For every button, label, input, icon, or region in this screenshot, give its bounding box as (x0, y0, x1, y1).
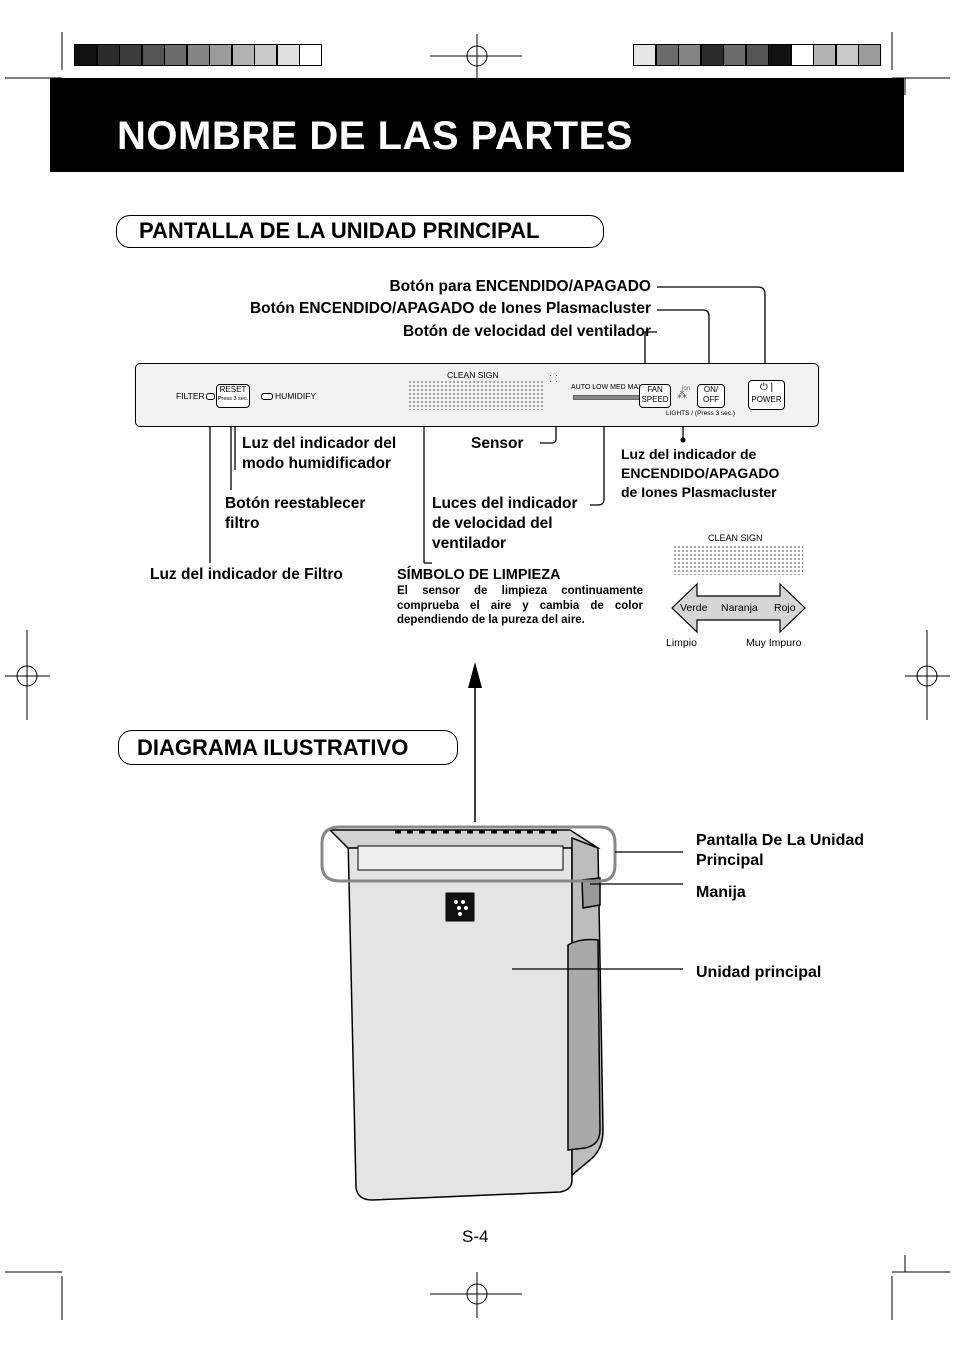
title-bar: NOMBRE DE LAS PARTES (50, 78, 904, 172)
scale-verde: Verde (680, 602, 708, 614)
label-filter-light: Luz del indicador de Filtro (150, 566, 343, 583)
section-heading-diagram: DIAGRAMA ILUSTRATIVO (118, 730, 458, 765)
label-sensor: Sensor (471, 435, 524, 452)
reset-button-sub: Press 3 sec. (217, 396, 249, 402)
label-power-button: Botón para ENCENDIDO/APAGADO (389, 278, 651, 295)
panel-clean-sign-text: CLEAN SIGN (447, 370, 499, 380)
panel-ion-text: ion (682, 386, 691, 392)
panel-humidify-text: HUMIDIFY (275, 391, 317, 401)
section-heading-display: PANTALLA DE LA UNIDAD PRINCIPAL (116, 215, 604, 248)
fan-speed-button[interactable]: FAN SPEED (639, 384, 671, 408)
label-fan-lights-2: de velocidad del (432, 515, 553, 532)
label-fan-lights-1: Luces del indicador (432, 495, 578, 512)
scale-limpio: Limpio (666, 637, 697, 649)
color-swatch (299, 44, 322, 66)
fan-speed-button-label-1: FAN (647, 385, 663, 394)
label-reset-button: Botón reestablecer filtro (225, 494, 365, 534)
scale-clean-sign-heading: CLEAN SIGN (708, 533, 763, 543)
section-heading-display-text: PANTALLA DE LA UNIDAD PRINCIPAL (139, 218, 540, 243)
scale-muy-impuro: Muy Impuro (746, 637, 802, 649)
panel-lights-label: LIGHTS (666, 410, 690, 417)
page-title: NOMBRE DE LAS PARTES (117, 114, 633, 158)
label-ion-light-2: ENCENDIDO/APAGADO (621, 465, 780, 481)
clean-symbol-description: El sensor de limpieza continuamente comp… (397, 585, 643, 626)
label-handle: Manija (696, 884, 746, 901)
page-number: S-4 (462, 1227, 489, 1246)
power-icon: ⏻ | (759, 382, 774, 393)
reset-button-label: RESET (219, 385, 247, 394)
ion-on-off-button[interactable]: ON/ OFF (697, 384, 725, 408)
label-fan-lights: Luces del indicador de velocidad del ven… (432, 494, 578, 554)
label-ion-light-1: Luz del indicador de (621, 446, 757, 462)
label-main-unit: Unidad principal (696, 964, 822, 981)
fan-speed-button-label-2: SPEED (641, 395, 669, 404)
control-panel: FILTER RESET Press 3 sec. HUMIDIFY CLEAN… (135, 363, 819, 427)
color-swatch (858, 44, 881, 66)
reset-button[interactable]: RESET Press 3 sec. (216, 384, 250, 408)
label-reset-button-1: Botón reestablecer (225, 495, 366, 512)
ion-on-off-button-label-1: ON/ (703, 385, 719, 394)
scale-naranja: Naranja (721, 602, 758, 614)
panel-lights-text: LIGHTS / (Press 3 sec.) (666, 410, 735, 417)
humidify-led-icon (261, 393, 273, 400)
label-humidify-light: Luz del indicador del modo humidificador (242, 434, 396, 474)
power-button[interactable]: ⏻ | POWER (748, 380, 785, 410)
sensor-icon: ·· ·· (549, 370, 561, 386)
ion-on-off-button-label-2: OFF (703, 395, 719, 404)
filter-led-icon (206, 393, 215, 400)
panel-lights-tail: / (Press 3 sec.) (691, 410, 736, 417)
label-fan-lights-3: ventilador (432, 535, 507, 552)
label-clean-symbol-title: SÍMBOLO DE LIMPIEZA (397, 567, 561, 583)
scale-rojo: Rojo (774, 602, 796, 614)
scale-clean-sign-indicator (673, 545, 803, 575)
label-unit-display: Pantalla De La Unidad Principal (696, 831, 864, 871)
panel-speeds-text: AUTO LOW MED MAX (571, 384, 643, 391)
clean-sign-indicator (408, 380, 544, 410)
label-humidify-light-2: modo humidificador (242, 455, 391, 472)
label-ion-button: Botón ENCENDIDO/APAGADO de Iones Plasmac… (249, 300, 651, 317)
power-button-label: POWER (751, 395, 782, 404)
panel-filter-text: FILTER (176, 391, 205, 401)
section-heading-diagram-text: DIAGRAMA ILUSTRATIVO (137, 735, 409, 760)
label-fan-button: Botón de velocidad del ventilador (402, 323, 651, 340)
label-unit-display-1: Pantalla De La Unidad (696, 832, 865, 849)
label-humidify-light-1: Luz del indicador del (242, 435, 397, 452)
label-reset-button-2: filtro (225, 515, 260, 532)
label-unit-display-2: Principal (696, 852, 764, 869)
label-ion-light: Luz del indicador de ENCENDIDO/APAGADO d… (621, 445, 779, 502)
label-ion-light-3: de Iones Plasmacluster (621, 484, 777, 500)
fan-speed-led-bar (573, 395, 643, 400)
ion-led-icon: ⁂ (677, 390, 687, 401)
